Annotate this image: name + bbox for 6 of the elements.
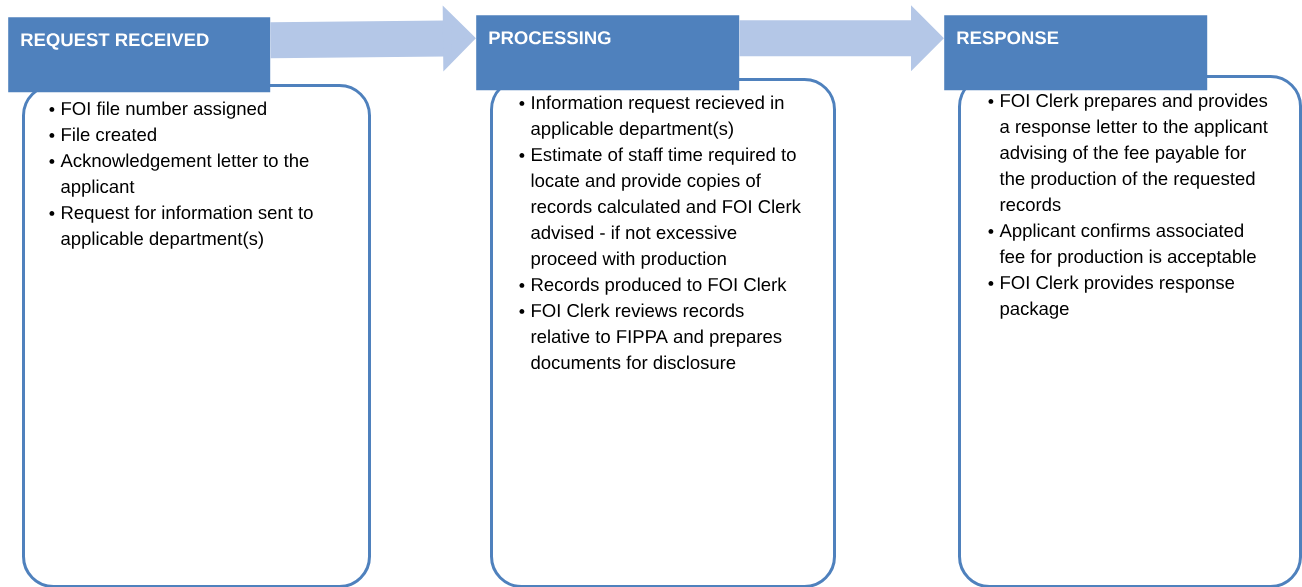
stage-header: RESPONSE bbox=[944, 15, 1208, 91]
step-box: Information request recieved in applicable department(s) Estimate of staff time required to locate and provide copies of records calculated and FOI Clerk advised - if not excessive proceed with production Records produced to FOI Clerk FOI Clerk reviews records relative to FIPPA and prepares documents for disclosure bbox=[490, 78, 836, 587]
step-box: FOI file number assigned File created Acknowledgement letter to the applicant Request for information sent to applicable department(s) bbox=[22, 84, 371, 587]
stage-header: REQUEST RECEIVED bbox=[8, 17, 271, 93]
stage-header: PROCESSING bbox=[476, 15, 740, 91]
step-box: FOI Clerk prepares and provides a response letter to the applicant advising of the fee payable for the production of the requested records Applicant confirms associated fee for production is acceptable FOI Clerk provides response package bbox=[958, 75, 1302, 587]
